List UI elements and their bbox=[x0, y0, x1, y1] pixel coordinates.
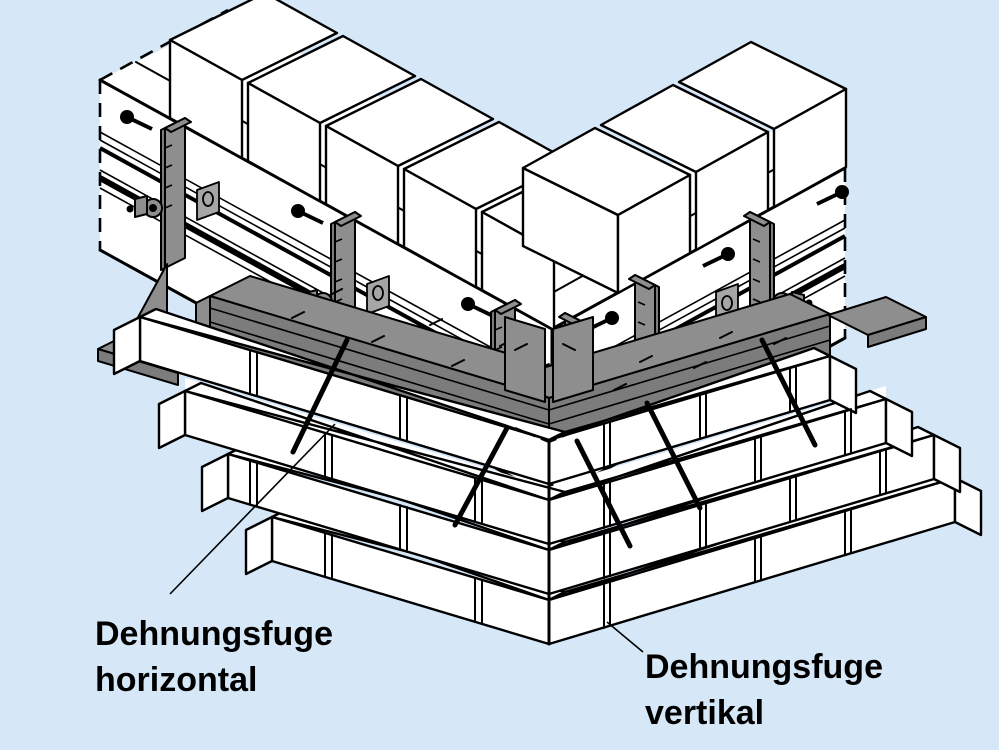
label-text: Dehnungsfuge bbox=[645, 648, 883, 686]
annotations: Dehnungsfuge horizontal Dehnungsfuge ver… bbox=[95, 423, 883, 732]
anchor-bolt bbox=[291, 204, 324, 225]
leader-line-horizontal bbox=[169, 423, 336, 595]
anchor-bolt bbox=[461, 297, 494, 318]
vertical-joint-label: Dehnungsfuge vertikal bbox=[645, 648, 883, 732]
anchor-bolts bbox=[120, 110, 849, 332]
label-text: horizontal bbox=[95, 661, 257, 699]
tie-rods bbox=[290, 337, 818, 549]
brick-veneer-wall bbox=[112, 307, 983, 646]
anchor-bolt bbox=[816, 185, 849, 206]
masonry-blocks bbox=[168, 0, 848, 332]
horizontal-joint-label: Dehnungsfuge horizontal bbox=[95, 615, 333, 699]
label-text: Dehnungsfuge bbox=[95, 615, 333, 653]
label-text: vertikal bbox=[645, 694, 764, 732]
leader-line-vertical bbox=[606, 621, 644, 653]
anchor-bolt bbox=[702, 247, 735, 268]
anchor-bolt bbox=[120, 110, 153, 131]
